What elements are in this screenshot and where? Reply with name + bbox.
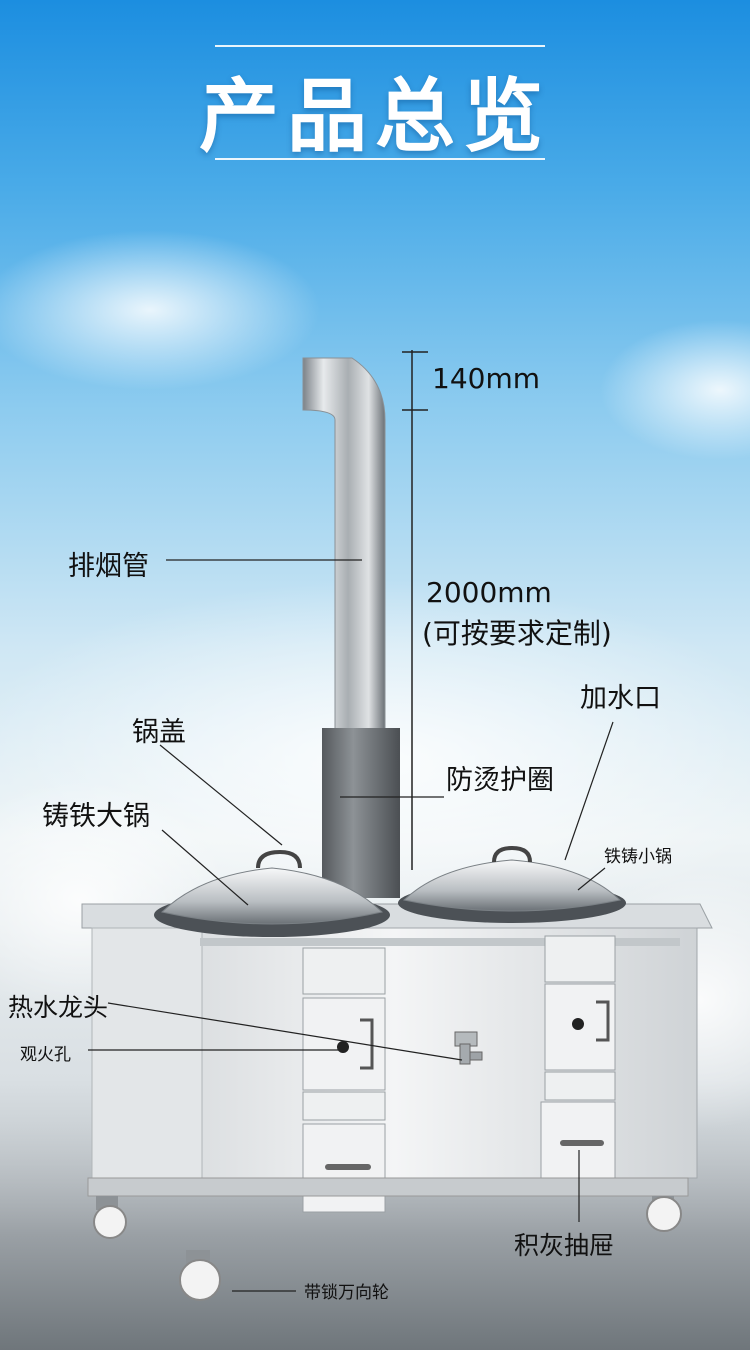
cloud (600, 320, 750, 460)
faucet (454, 1031, 483, 1065)
label-pot-lid: 锅盖 (132, 717, 186, 748)
cabinet-trim (200, 938, 680, 946)
cloud (0, 230, 320, 390)
label-cast-iron-big-pot: 铸铁大锅 (42, 801, 150, 832)
caster (179, 1250, 221, 1301)
chimney-pipe (302, 357, 400, 898)
caster (93, 1196, 127, 1239)
viewing-hole (337, 1041, 349, 1053)
lid-knob (256, 849, 302, 869)
title-bottom-rule (215, 158, 545, 160)
label-hot-water-tap: 热水龙头 (8, 993, 109, 1022)
label-fire-viewing-hole: 观火孔 (20, 1045, 71, 1065)
dimension-total-height: 2000mm (426, 576, 552, 609)
dimension-line (402, 350, 428, 870)
door-handle (596, 1000, 610, 1042)
door-panel (302, 1091, 386, 1121)
label-locking-casters: 带锁万向轮 (304, 1283, 389, 1303)
small-pot (398, 845, 626, 923)
big-pot (154, 849, 390, 937)
dimension-top-height: 140mm (432, 362, 540, 395)
base-rail (87, 1177, 689, 1197)
dimension-note: (可按要求定制) (422, 617, 612, 650)
door-handle (360, 1018, 374, 1070)
lid-knob (492, 845, 532, 863)
viewing-hole (572, 1018, 584, 1030)
door-panel (302, 947, 386, 995)
label-chimney: 排烟管 (68, 551, 149, 582)
label-water-inlet: 加水口 (580, 683, 661, 714)
label-ash-drawer: 积灰抽屉 (514, 1231, 615, 1260)
door-panel (544, 935, 616, 983)
cabinet-side (91, 927, 203, 1179)
leader-lines (88, 559, 614, 1292)
door-panel (544, 1071, 616, 1101)
label-cast-iron-small-pot: 铁铸小锅 (604, 847, 672, 867)
drawer-handle (325, 1164, 371, 1170)
caster (646, 1196, 682, 1232)
page-title: 产品总览 (199, 70, 551, 163)
title-top-rule (215, 45, 545, 47)
label-anti-scald-ring: 防烫护圈 (446, 765, 554, 796)
anti-scald-sleeve (322, 728, 400, 898)
drawer-handle (560, 1140, 604, 1146)
